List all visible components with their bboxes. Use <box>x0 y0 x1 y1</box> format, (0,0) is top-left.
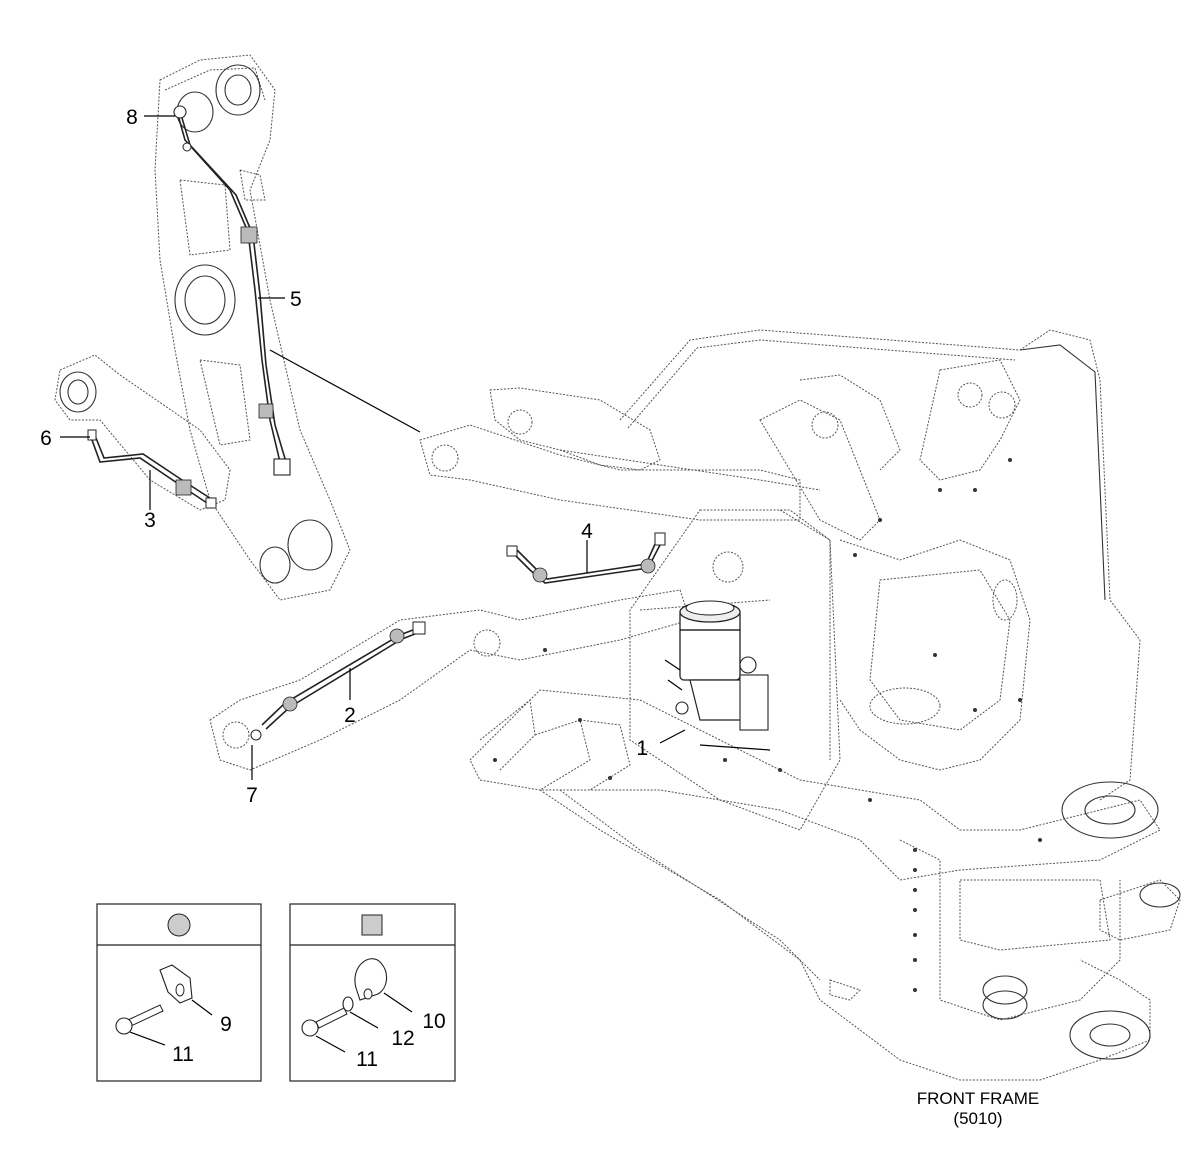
inset-left-label-11: 11 <box>172 1043 194 1066</box>
inset-left-panel: 9 11 <box>96 903 262 1082</box>
inset-left-label-9: 9 <box>220 1013 232 1036</box>
tilt-arm-drawing <box>54 354 231 511</box>
washer-icon <box>342 996 354 1012</box>
p-clamp-icon <box>354 958 388 1001</box>
callout-2: 2 <box>344 704 356 727</box>
round-dot-symbol-icon <box>167 913 191 937</box>
hose-3-drawing <box>87 429 217 509</box>
callout-1: 1 <box>636 737 648 760</box>
inset-right-panel: 10 12 11 <box>289 903 456 1082</box>
hose-5-drawing <box>173 105 291 476</box>
callout-5: 5 <box>290 288 302 311</box>
lift-arm-drawing <box>154 54 351 601</box>
bolt-icon-2 <box>301 1007 348 1037</box>
hose-2-drawing <box>250 621 426 741</box>
callout-leaders <box>60 115 686 780</box>
square-dot-symbol-icon <box>361 914 383 936</box>
callout-3: 3 <box>144 509 156 532</box>
inset-right-label-12: 12 <box>391 1027 414 1050</box>
caption-code: (5010) <box>953 1109 1002 1128</box>
callout-8: 8 <box>126 106 138 129</box>
caption-title: FRONT FRAME <box>917 1089 1039 1108</box>
hose-4-drawing <box>506 532 666 584</box>
inset-right-label-11: 11 <box>356 1048 378 1071</box>
inset-right-label-10: 10 <box>422 1010 445 1033</box>
callout-7: 7 <box>246 784 258 807</box>
callout-4: 4 <box>581 520 593 543</box>
bolt-icon <box>115 1004 164 1035</box>
clamp-icon <box>159 964 193 1004</box>
arm-frame-leader-line <box>269 349 421 433</box>
callout-6: 6 <box>40 427 52 450</box>
lubrication-pump-drawing <box>664 600 771 751</box>
